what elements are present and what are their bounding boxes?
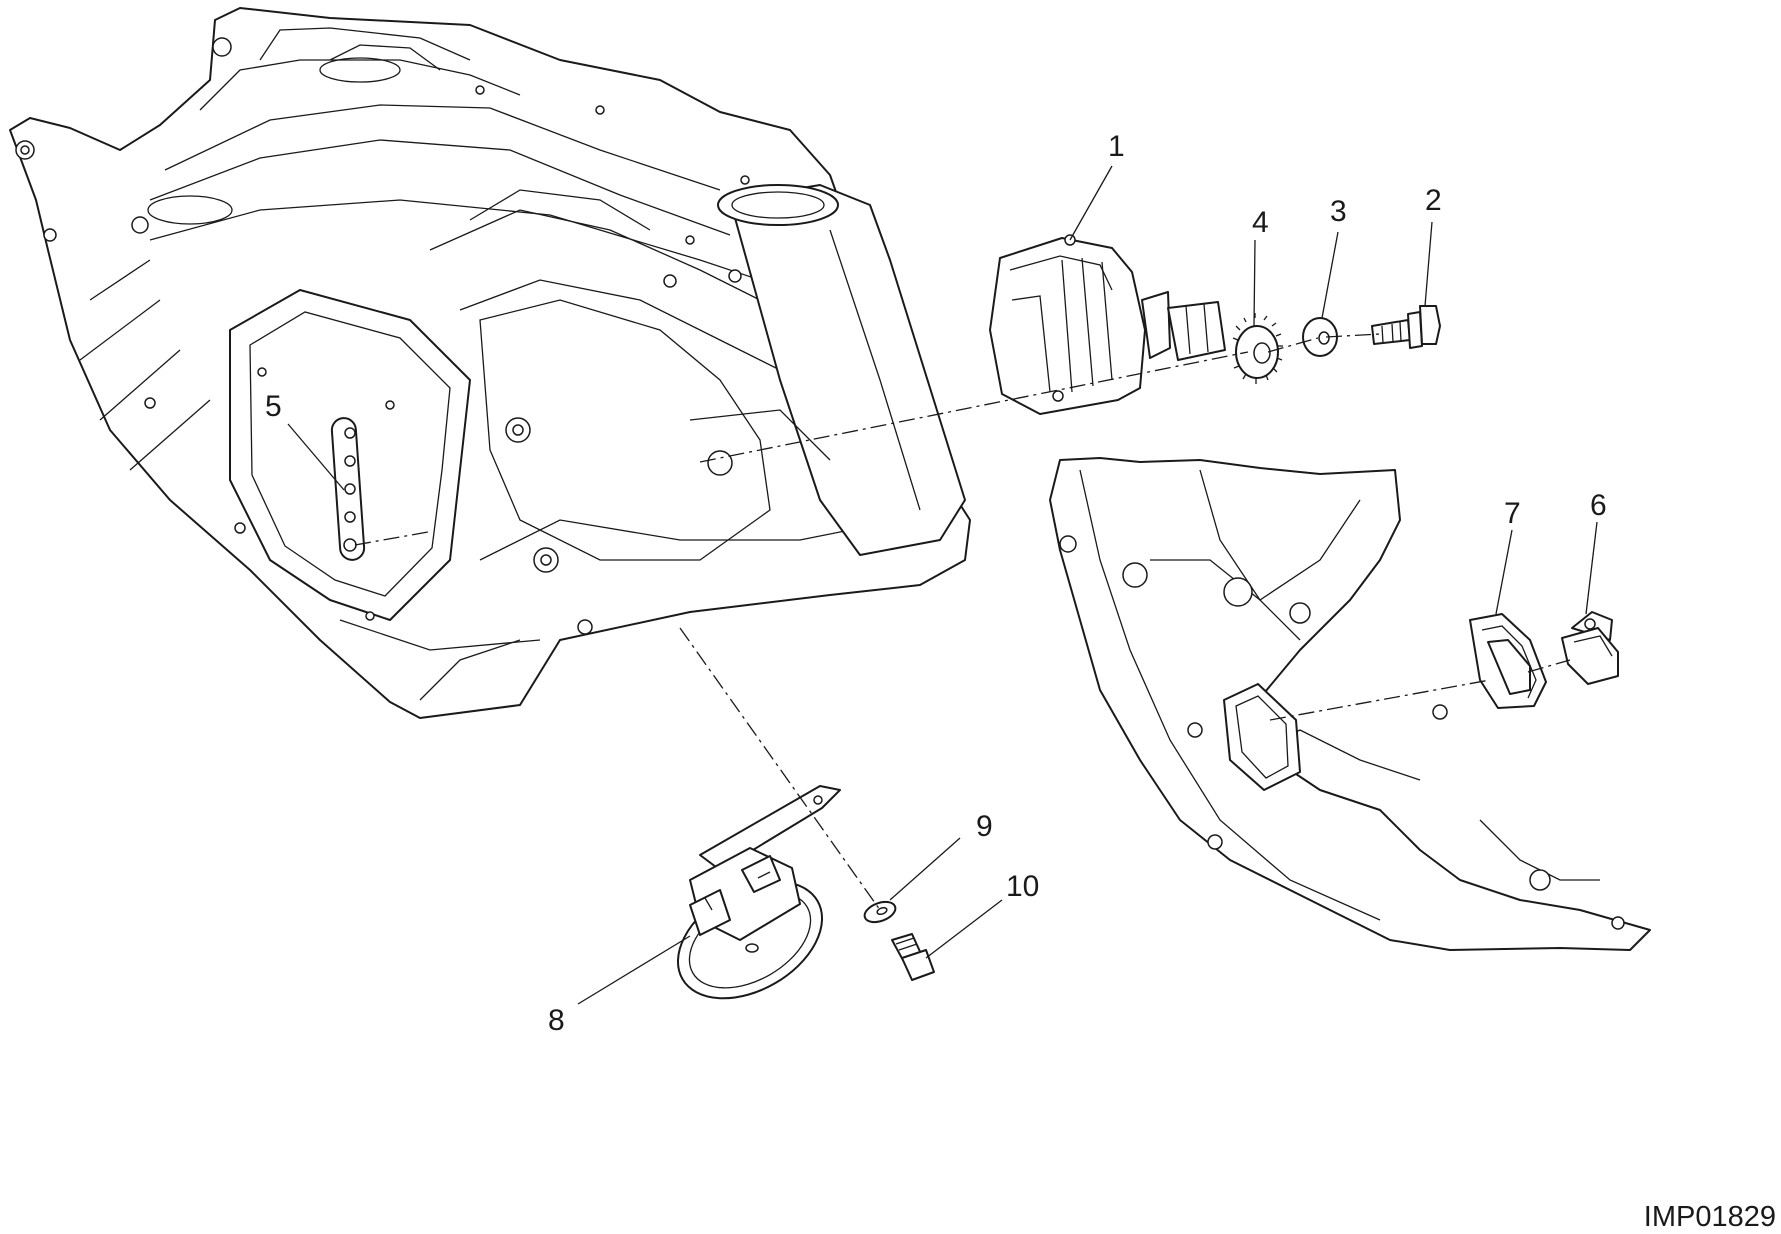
horn-screw-part	[891, 933, 935, 981]
drawing-code: IMP01829	[1644, 1201, 1776, 1233]
sensor-connector-part	[1561, 611, 1619, 685]
callout-5: 5	[265, 390, 282, 423]
callout-8: 8	[548, 1004, 565, 1037]
callout-labels: 1 2 3 4 5 6 7 8 9 10	[265, 130, 1607, 1037]
main-frame	[9, 7, 971, 719]
horn-washer-part	[863, 900, 897, 924]
callout-9: 9	[976, 810, 993, 843]
callout-leader-lines	[287, 165, 1598, 1005]
lock-washer-part	[1232, 313, 1283, 384]
callout-6: 6	[1590, 489, 1607, 522]
flange-bolt-part	[1371, 305, 1441, 349]
callout-1: 1	[1108, 130, 1125, 163]
callout-3: 3	[1330, 195, 1347, 228]
callout-10: 10	[1006, 870, 1039, 903]
grommet-part	[1469, 613, 1547, 709]
callout-4: 4	[1252, 206, 1269, 239]
callout-2: 2	[1425, 184, 1442, 217]
voltage-regulator-part	[989, 234, 1226, 415]
callout-7: 7	[1504, 497, 1521, 530]
horn-part	[676, 785, 841, 1000]
assembly-axis-lines	[354, 333, 1571, 911]
rear-subframe	[1049, 457, 1651, 951]
